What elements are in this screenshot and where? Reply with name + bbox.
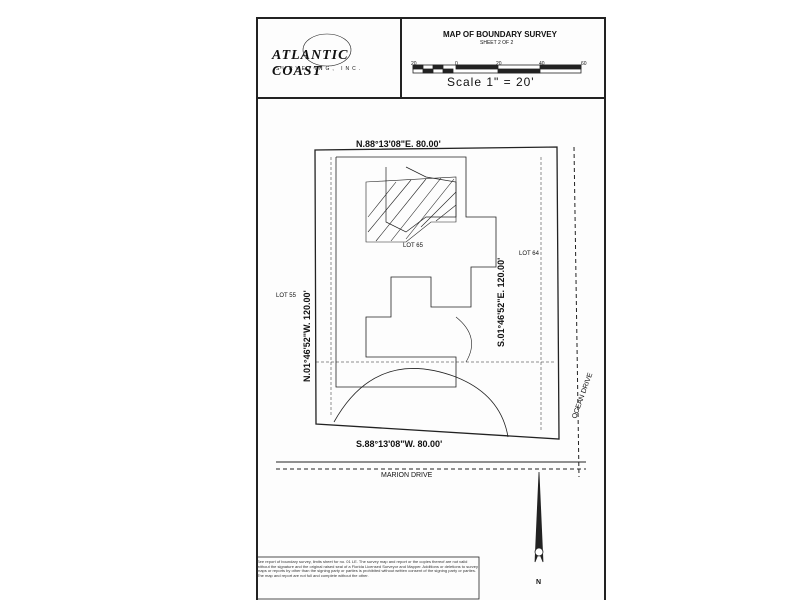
survey-title: MAP OF BOUNDARY SURVEY	[443, 30, 557, 39]
ocean-drive-line	[573, 146, 580, 478]
north-arrow-icon	[534, 471, 544, 563]
scale-tick-label: 40	[539, 61, 545, 67]
north-bearing: N.88°13'08"E. 80.00'	[356, 139, 441, 149]
west-bearing: N.01°46'52"W. 120.00'	[302, 290, 312, 382]
scale-tick-label: 60	[581, 61, 587, 67]
title-block: ATLANTIC COAST SURVEYING, INC. MAP OF BO…	[258, 19, 604, 99]
street-label: MARION DRIVE	[381, 472, 433, 479]
scale-bar	[412, 64, 582, 74]
lot-boundary	[314, 146, 560, 440]
hatched-area	[365, 176, 457, 243]
company-subtitle: SURVEYING, INC.	[276, 66, 364, 72]
building-outline	[335, 156, 497, 388]
south-bearing: S.88°13'08"W. 80.00'	[356, 439, 442, 449]
adjacent-lot-label: LOT 55	[276, 293, 297, 299]
survey-notes: See report of boundary survey, limits sh…	[257, 559, 479, 578]
company-logo: ATLANTIC COAST SURVEYING, INC.	[258, 19, 402, 97]
scale-tick-label: 0	[455, 61, 458, 67]
scale-text: Scale 1" = 20'	[447, 75, 535, 89]
east-bearing: S.01°46'52"E. 120.00'	[496, 258, 506, 347]
driveway-arc	[333, 368, 509, 438]
scale-tick-label: 20	[411, 61, 417, 67]
garden-arc	[455, 316, 472, 363]
sheet-number: SHEET 2 OF 2	[480, 40, 514, 46]
notes-box	[256, 556, 480, 600]
survey-drawing: N.88°13'08"E. 80.00' S.88°13'08"W. 80.00…	[256, 33, 594, 600]
company-name: ATLANTIC COAST	[272, 48, 349, 79]
street-label: OCEAN DRIVE	[571, 372, 594, 420]
scale-tick-label: 20	[496, 61, 502, 67]
adjacent-lot-label: LOT 64	[519, 251, 540, 257]
survey-sheet: ATLANTIC COAST SURVEYING, INC. MAP OF BO…	[256, 17, 606, 600]
lot-label: LOT 65	[403, 243, 424, 249]
north-label: N	[536, 579, 541, 586]
logo-swoosh	[302, 33, 352, 67]
